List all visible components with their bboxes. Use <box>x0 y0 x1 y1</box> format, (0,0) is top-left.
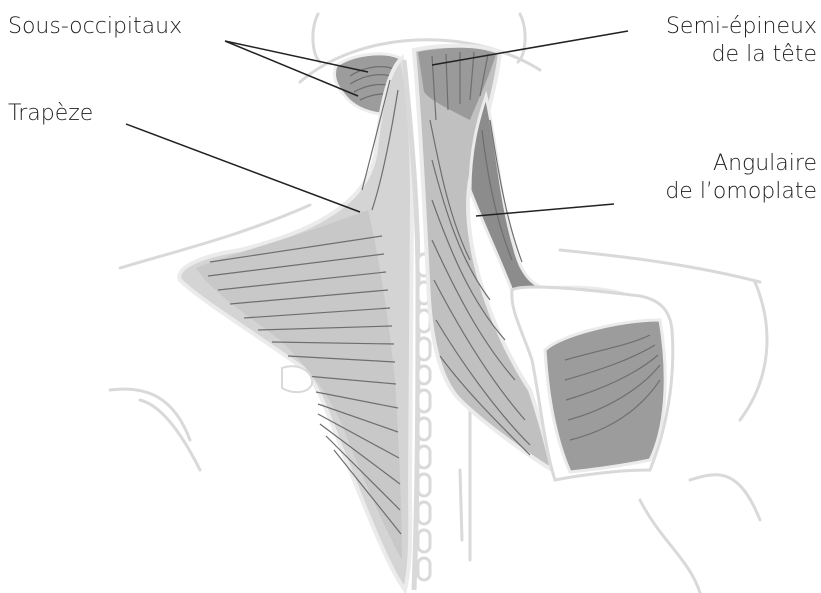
label-sous-occipitaux-text: Sous-occipitaux <box>8 13 182 41</box>
label-semi-epineux-line2: de la tête <box>666 41 817 69</box>
label-semi-epineux: Semi-épineux de la tête <box>666 13 817 69</box>
label-trapeze-text: Trapèze <box>8 100 93 128</box>
label-angulaire-line2: de l’omoplate <box>665 178 817 206</box>
leader-sous-occipitaux-1 <box>225 41 368 72</box>
trapeze-muscle <box>179 58 412 590</box>
label-sous-occipitaux: Sous-occipitaux <box>8 13 182 41</box>
label-angulaire-line1: Angulaire <box>665 150 817 178</box>
leader-trapeze <box>126 124 360 212</box>
label-trapeze: Trapèze <box>8 100 93 128</box>
label-semi-epineux-line1: Semi-épineux <box>666 13 817 41</box>
label-angulaire: Angulaire de l’omoplate <box>665 150 817 206</box>
